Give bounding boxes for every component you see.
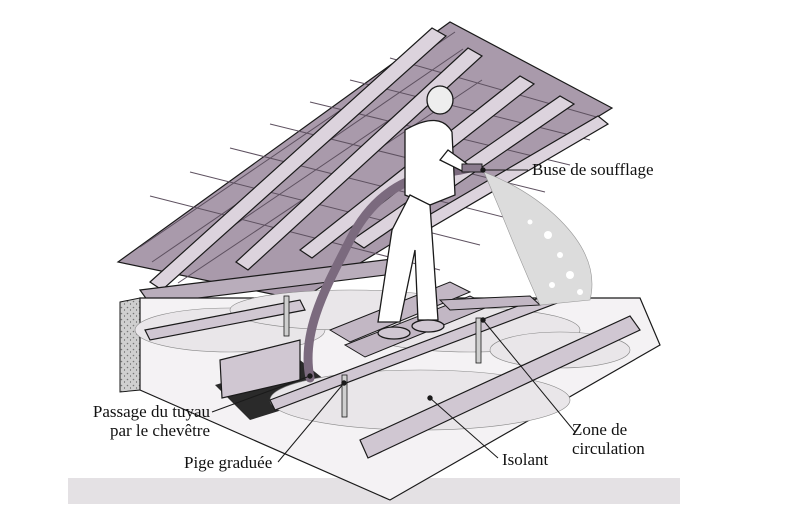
label-passage-du-tuyau: Passage du tuyau par le chevêtre [40,402,210,440]
blowing-nozzle [461,163,483,173]
label-pige-graduee: Pige graduée [184,453,273,472]
leader-passage [211,375,311,413]
label-passage-line2: par le chevêtre [109,421,210,440]
worker-figure [377,85,471,340]
label-zone-line2: circulation [572,439,645,458]
label-zone-line1: Zone de [572,420,628,439]
label-passage-line1: Passage du tuyau [92,402,210,421]
insulation-spray [483,171,593,306]
ceiling-structure [119,281,661,501]
leader-isolant [429,397,499,459]
label-zone-de-circulation: Zone de circulation [572,420,645,458]
leader-pige [277,382,345,463]
label-isolant: Isolant [502,450,549,469]
leader-zone [482,319,576,433]
graduated-rods [283,295,482,418]
label-buse-de-soufflage: Buse de soufflage [532,160,654,179]
